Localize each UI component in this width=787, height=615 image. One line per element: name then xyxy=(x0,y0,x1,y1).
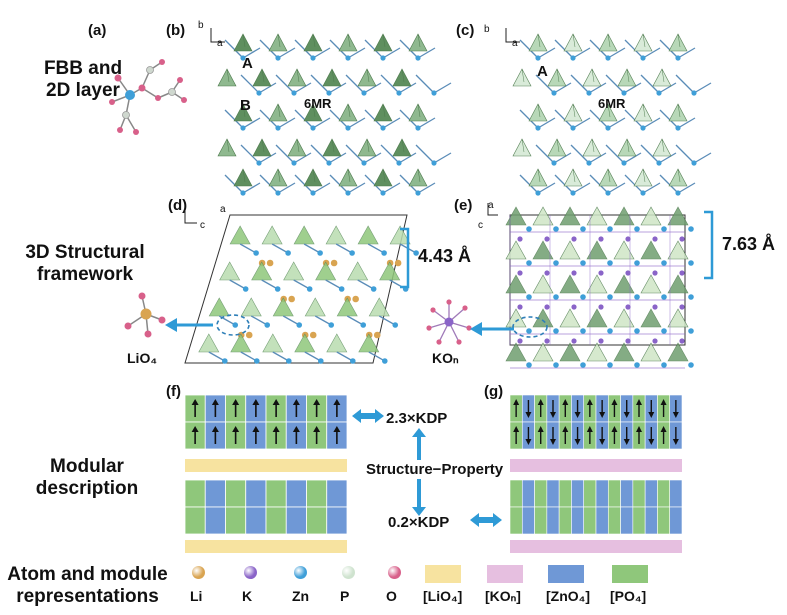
module-column-bottom xyxy=(669,479,683,508)
panel-label-d: (d) xyxy=(168,197,188,214)
module-column-bottom xyxy=(306,479,328,508)
module-column-bottom xyxy=(546,479,560,508)
legend-label: [LiO₄] xyxy=(423,588,463,604)
module-column-bottom xyxy=(607,479,621,508)
structure-property-label: Structure−Property xyxy=(366,460,504,479)
spacing-bracket-e xyxy=(704,210,714,280)
layer-c-diagram xyxy=(505,28,712,196)
kon-polyhedron-icon xyxy=(426,299,472,345)
kon-module-bar xyxy=(510,540,682,553)
kdp-arrow-top-icon xyxy=(352,409,384,423)
legend-swatch-module xyxy=(487,565,523,583)
spacing-e-value: 7.63 Å xyxy=(722,234,776,254)
legend-swatch-module xyxy=(548,565,584,583)
row-label-fbb-line1: FBB and xyxy=(43,58,123,79)
legend-label: Zn xyxy=(292,588,310,604)
lio4-arrow-icon xyxy=(165,318,213,332)
module-column-bottom xyxy=(204,479,226,508)
layer-b-diagram xyxy=(210,28,452,196)
layer-b-label-6mr: 6MR xyxy=(304,96,332,111)
legend-label: O xyxy=(386,588,397,604)
axis-b-label-b: b xyxy=(198,20,204,31)
kon-label: KOₙ xyxy=(432,350,459,366)
module-column-bottom xyxy=(225,479,247,508)
spacing-bracket-d xyxy=(400,227,410,289)
row-label-framework: 3D Structural framework xyxy=(5,242,165,286)
module-column-bottom xyxy=(521,479,535,508)
module-column-bottom xyxy=(285,479,307,508)
module-column-bottom xyxy=(644,479,658,508)
row-label-atoms-line1: Atom and module xyxy=(7,564,168,585)
legend-swatch-atom xyxy=(342,566,355,579)
module-column-bottom xyxy=(571,479,585,508)
legend-swatch-module xyxy=(425,565,461,583)
modular-f-diagram xyxy=(184,394,348,553)
fbb-molecule-diagram xyxy=(109,59,187,135)
module-column-bottom xyxy=(632,479,646,508)
panel-label-f: (f) xyxy=(166,383,181,400)
layer-c-label-6mr: 6MR xyxy=(598,96,626,111)
kdp-g-value: 0.2×KDP xyxy=(388,514,450,531)
legend-swatch-atom xyxy=(388,566,401,579)
legend-label: [KOₙ] xyxy=(485,588,521,604)
legend-label: Li xyxy=(190,588,203,604)
axis-a-label-b: a xyxy=(217,38,223,49)
layer-c-label-a: A xyxy=(537,63,548,80)
module-column-bottom xyxy=(620,479,634,508)
module-column-bottom xyxy=(534,479,548,508)
row-label-modular-line1: Modular xyxy=(50,456,124,477)
row-label-fbb-line2: 2D layer xyxy=(46,80,120,101)
module-column-bottom xyxy=(657,479,671,508)
framework-d-diagram xyxy=(184,211,419,364)
panel-label-b: (b) xyxy=(166,22,186,39)
row-label-atoms-line2: representations xyxy=(16,586,159,607)
axis-b-label-c: b xyxy=(484,24,490,35)
panel-label-c: (c) xyxy=(456,22,475,39)
modular-g-diagram xyxy=(509,394,683,553)
legend-swatch-atom xyxy=(294,566,307,579)
lio4-polyhedron-icon xyxy=(124,292,166,338)
layer-b-label-b: B xyxy=(240,97,251,114)
panel-label-e: (e) xyxy=(454,197,473,214)
legend-label: [PO₄] xyxy=(610,588,647,604)
lio4-label: LiO₄ xyxy=(127,350,158,366)
row-label-framework-line2: framework xyxy=(36,264,134,285)
kdp-arrow-bottom-icon xyxy=(470,513,502,527)
row-label-framework-line1: 3D Structural xyxy=(25,242,145,263)
legend-label: K xyxy=(242,588,253,604)
legend-label: [ZnO₄] xyxy=(546,588,590,604)
legend-label: P xyxy=(340,588,350,604)
axis-c-label-d: c xyxy=(200,220,205,231)
layer-b-label-a: A xyxy=(242,55,253,72)
module-column-bottom xyxy=(509,479,523,508)
module-column-bottom xyxy=(326,479,348,508)
axis-a-label-c: a xyxy=(512,38,518,49)
panel-label-g: (g) xyxy=(484,383,504,400)
axis-a-label-e: a xyxy=(488,200,494,211)
legend-swatch-atom xyxy=(192,566,205,579)
module-column-bottom xyxy=(265,479,287,508)
axis-c-label-e: c xyxy=(478,220,483,231)
spacing-d-value: 4.43 Å xyxy=(418,246,472,266)
module-column-bottom xyxy=(595,479,609,508)
legend-swatch-module xyxy=(612,565,648,583)
module-column-bottom xyxy=(558,479,572,508)
lio4-module-bar xyxy=(185,459,347,472)
framework-e-diagram xyxy=(487,203,694,369)
axis-a-label-d: a xyxy=(220,204,226,215)
row-label-modular-line2: description xyxy=(35,478,139,499)
legend-swatch-atom xyxy=(244,566,257,579)
kon-arrow-icon xyxy=(470,322,514,336)
module-column-bottom xyxy=(245,479,267,508)
lio4-module-bar xyxy=(185,540,347,553)
module-column-bottom xyxy=(583,479,597,508)
kon-module-bar xyxy=(510,459,682,472)
panel-label-a: (a) xyxy=(88,22,107,39)
zn-atom-icon xyxy=(125,90,135,100)
row-label-modular: Modular description xyxy=(22,456,152,500)
module-column-bottom xyxy=(184,479,206,508)
row-label-fbb: FBB and 2D layer xyxy=(8,58,158,102)
kdp-f-value: 2.3×KDP xyxy=(386,410,448,427)
row-label-atoms: Atom and module representations xyxy=(5,564,170,608)
